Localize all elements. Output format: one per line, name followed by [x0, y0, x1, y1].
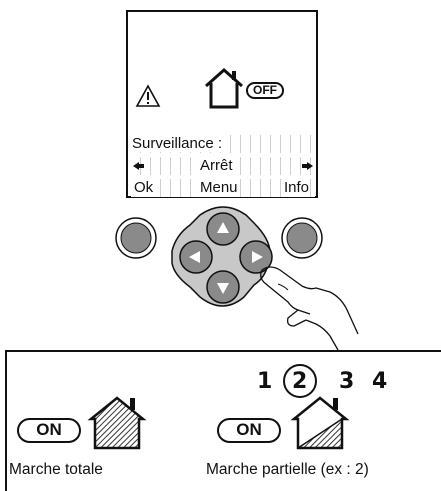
softkey-info[interactable]: Info: [283, 179, 311, 197]
step-4: 4: [372, 369, 388, 394]
arrow-down-button[interactable]: [206, 270, 240, 304]
on-badge-total: ON: [17, 418, 81, 443]
house-half-hatched-icon: [290, 396, 350, 450]
arrow-up-button[interactable]: [206, 212, 240, 246]
modes-panel: [5, 350, 441, 491]
keypad: [115, 206, 323, 307]
selected-step-circle: [283, 364, 317, 398]
step-2: 2: [292, 369, 308, 394]
arrow-left-marker-icon: [133, 162, 144, 170]
right-softkey-button[interactable]: [281, 217, 323, 259]
house-hatched-icon: [87, 396, 147, 450]
lcd-screen: OFF Surveillance : Arrêt Ok Menu Info: [126, 10, 318, 198]
on-badge-partial-label: ON: [236, 420, 262, 439]
softkey-menu[interactable]: Menu: [199, 179, 239, 197]
off-badge: OFF: [246, 82, 284, 99]
softkey-row: Ok Menu Info: [131, 179, 315, 197]
status-line-1: Surveillance :: [131, 135, 315, 153]
step-1: 1: [257, 369, 273, 394]
status-line-2: Arrêt: [131, 157, 315, 175]
off-badge-label: OFF: [253, 83, 277, 97]
step-3: 3: [339, 369, 355, 394]
warning-icon: [135, 84, 161, 107]
left-softkey-button[interactable]: [115, 217, 157, 259]
status-title: Surveillance :: [131, 135, 224, 152]
hand-pointer-icon: [260, 266, 359, 351]
arrow-left-button[interactable]: [179, 240, 213, 274]
house-icon: [205, 67, 243, 109]
on-badge-total-label: ON: [36, 420, 62, 439]
caption-total: Marche totale: [9, 461, 103, 478]
arrow-right-marker-icon: [302, 162, 313, 170]
arrow-right-button[interactable]: [239, 240, 273, 274]
status-value: Arrêt: [199, 157, 234, 175]
softkey-ok[interactable]: Ok: [133, 179, 155, 197]
caption-partial: Marche partielle (ex : 2): [206, 461, 369, 478]
on-badge-partial: ON: [217, 418, 281, 443]
